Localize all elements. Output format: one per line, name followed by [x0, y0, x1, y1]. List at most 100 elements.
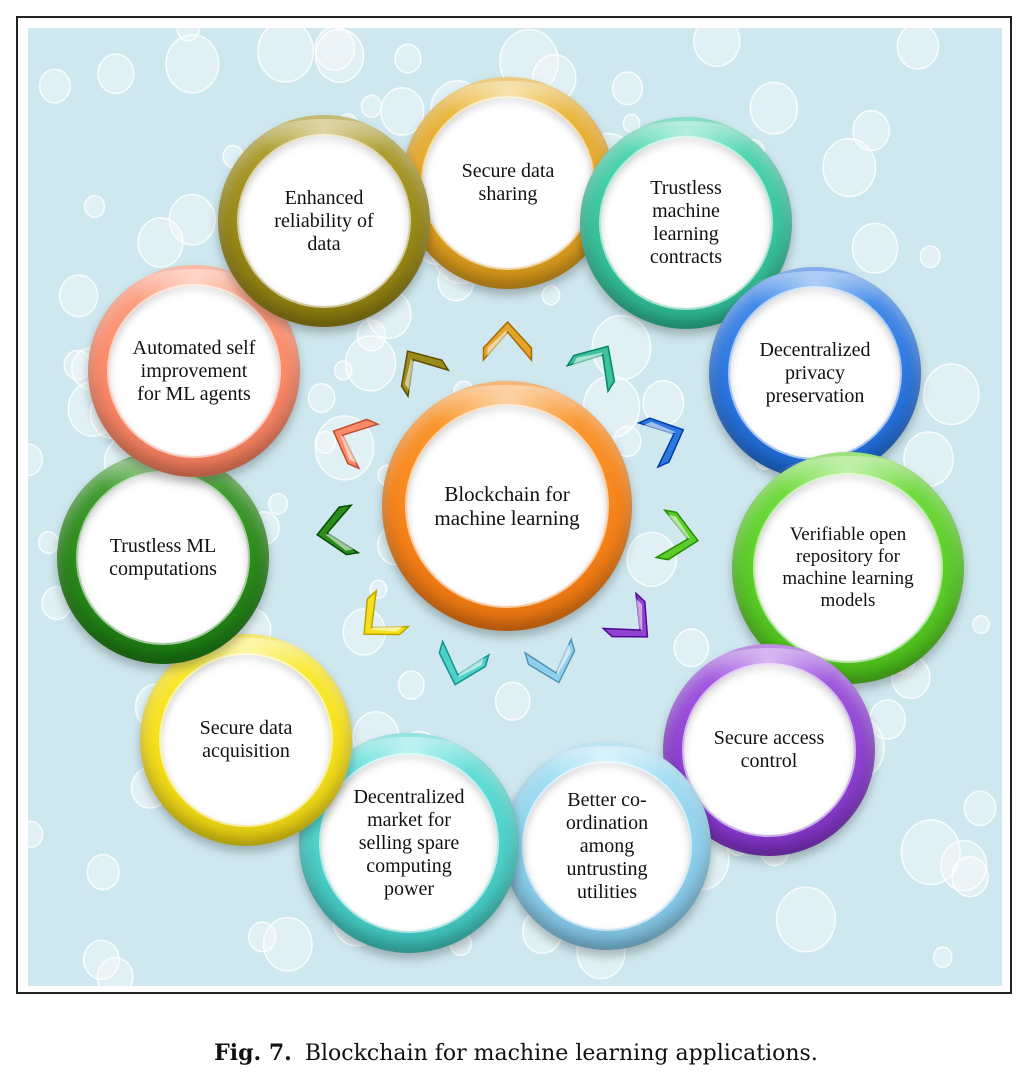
node-secure-data-sharing-label: Secure data sharing	[461, 160, 555, 205]
node-secure-access-control-label: Secure access control	[713, 727, 825, 772]
figure-caption: Fig. 7. Blockchain for machine learning …	[0, 1040, 1032, 1066]
node-verifiable-repository-inner: Verifiable open repository for machine l…	[755, 475, 941, 661]
bubble	[693, 28, 741, 67]
arrow-highlight	[636, 599, 643, 631]
node-trustless-ml-computations: Trustless ML computations	[57, 452, 269, 664]
arrow-shape	[601, 591, 649, 638]
arrow-secure-access-control	[601, 591, 649, 638]
node-automated-self-improvement-inner: Automated self improvement for ML agents	[109, 286, 279, 456]
bubble	[248, 921, 277, 953]
bubble	[314, 430, 337, 454]
arrow-automated-self-improvement	[332, 418, 381, 470]
bubble	[165, 34, 220, 94]
node-decentralized-market-label: Decentralized market for selling spare c…	[353, 785, 465, 900]
arrow-shape	[654, 509, 700, 561]
bubble	[972, 614, 990, 635]
bubble	[900, 819, 961, 886]
node-decentralized-market-inner: Decentralized market for selling spare c…	[321, 755, 497, 931]
bubble	[394, 43, 422, 74]
bubble	[397, 670, 425, 700]
node-secure-data-sharing: Secure data sharing	[402, 77, 614, 289]
bubble	[896, 28, 940, 70]
bubble	[83, 939, 120, 981]
bubble	[932, 946, 953, 968]
arrow-trustless-ml-computations	[316, 504, 361, 556]
bubble	[541, 285, 561, 306]
bubble	[940, 839, 988, 892]
arrow-shape	[523, 637, 576, 684]
arrow-highlight	[325, 533, 354, 551]
arrow-shape	[636, 417, 685, 469]
bubble	[38, 68, 71, 104]
bubble	[775, 886, 836, 953]
bubble	[611, 71, 644, 106]
arrow-highlight	[556, 644, 571, 675]
arrow-secure-data-sharing	[482, 320, 533, 363]
node-decentralized-privacy: Decentralized privacy preservation	[709, 267, 921, 479]
bubble	[86, 853, 120, 891]
node-trustless-ml-contracts-inner: Trustless machine learning contracts	[601, 138, 771, 308]
arrow-shape	[482, 320, 533, 363]
arrow-highlight	[340, 435, 357, 464]
bubble	[822, 137, 877, 198]
bubble	[923, 363, 980, 426]
node-automated-self-improvement-label: Automated self improvement for ML agents	[132, 336, 256, 405]
arrow-shape	[316, 504, 361, 556]
center-node: Blockchain for machine learning	[382, 381, 632, 631]
node-better-coordination: Better co- ordination among untrusting u…	[503, 742, 711, 950]
bubble	[307, 382, 336, 414]
center-node-inner: Blockchain for machine learning	[407, 406, 607, 606]
node-better-coordination-label: Better co- ordination among untrusting u…	[565, 788, 649, 903]
arrow-trustless-ml-contracts	[565, 345, 616, 394]
node-secure-data-acquisition-inner: Secure data acquisition	[161, 655, 331, 825]
bubble	[314, 28, 356, 71]
node-secure-data-acquisition: Secure data acquisition	[140, 634, 352, 846]
bubble	[749, 81, 799, 135]
bubble	[268, 492, 289, 515]
arrow-shape	[363, 588, 411, 636]
caption-text: Blockchain for machine learning applicat…	[304, 1041, 818, 1066]
bubble	[963, 790, 997, 827]
bubble	[333, 360, 353, 381]
node-secure-data-sharing-inner: Secure data sharing	[423, 98, 593, 268]
bubble	[176, 28, 201, 42]
bubble	[28, 820, 44, 848]
bubble	[360, 94, 383, 118]
arrow-highlight	[370, 626, 403, 632]
bubble	[951, 856, 989, 898]
center-node-label: Blockchain for machine learning	[434, 482, 580, 530]
bubble	[852, 109, 891, 152]
bubble	[168, 193, 216, 246]
arrow-decentralized-privacy	[636, 417, 685, 469]
arrow-enhanced-reliability	[400, 350, 451, 399]
node-better-coordination-inner: Better co- ordination among untrusting u…	[524, 763, 690, 929]
arrow-highlight	[404, 358, 414, 391]
bubble	[356, 319, 387, 352]
bubble	[262, 916, 313, 972]
bubble	[919, 245, 941, 269]
arrow-highlight	[668, 514, 691, 539]
node-trustless-ml-computations-label: Trustless ML computations	[109, 535, 217, 580]
node-verifiable-repository-label: Verifiable open repository for machine l…	[782, 524, 914, 611]
arrow-shape	[332, 418, 381, 470]
arrow-decentralized-market	[438, 639, 491, 686]
node-decentralized-privacy-label: Decentralized privacy preservation	[759, 338, 871, 407]
arrow-highlight	[572, 352, 603, 365]
node-decentralized-privacy-inner: Decentralized privacy preservation	[730, 288, 900, 458]
bubble	[257, 28, 315, 83]
arrow-better-coordination	[523, 637, 576, 684]
bubble	[59, 274, 99, 318]
node-trustless-ml-contracts-label: Trustless machine learning contracts	[649, 177, 723, 268]
bubble	[314, 28, 365, 83]
node-secure-access-control-inner: Secure access control	[684, 665, 854, 835]
arrow-shape	[400, 350, 451, 399]
node-enhanced-reliability-inner: Enhanced reliability of data	[239, 136, 409, 306]
arrow-secure-data-acquisition	[363, 588, 411, 636]
arrow-layer	[316, 320, 700, 686]
bubble	[84, 194, 106, 219]
diagram-panel: Secure data sharing Trustless machine lea…	[28, 28, 1002, 986]
bubble	[494, 681, 531, 721]
arrow-highlight	[644, 421, 676, 434]
node-enhanced-reliability-label: Enhanced reliability of data	[274, 186, 374, 255]
bubble	[97, 53, 135, 95]
